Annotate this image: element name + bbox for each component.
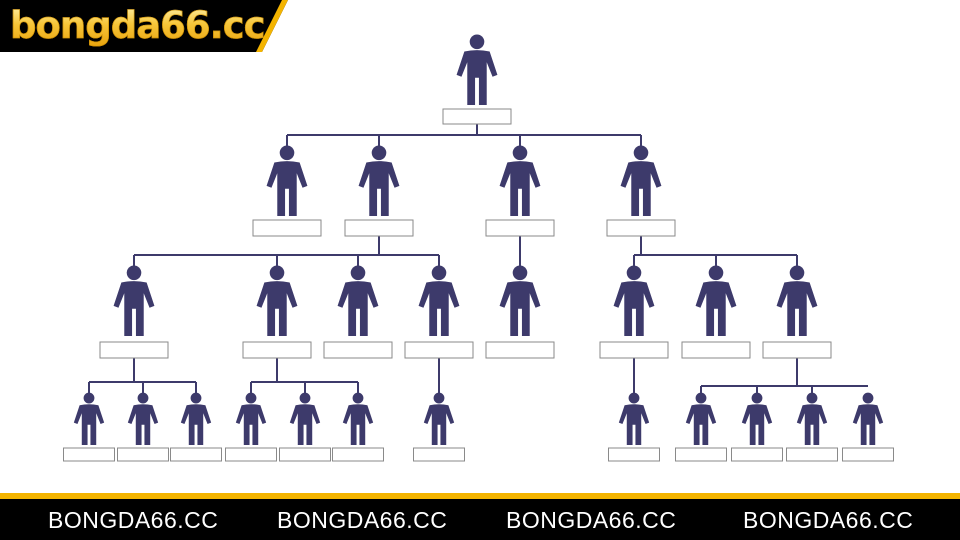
person-icon	[741, 392, 773, 445]
person-icon	[618, 392, 650, 445]
person-icon	[235, 392, 267, 445]
name-box	[675, 447, 727, 462]
person-icon	[796, 392, 828, 445]
name-box	[681, 341, 751, 359]
footer-banner: BONGDA66.CC BONGDA66.CC BONGDA66.CC BONG…	[0, 493, 960, 540]
person-icon	[127, 392, 159, 445]
name-box	[599, 341, 669, 359]
name-box	[242, 341, 312, 359]
name-box	[63, 447, 115, 462]
name-box	[332, 447, 384, 462]
person-icon	[852, 392, 884, 445]
name-box	[842, 447, 894, 462]
name-box	[731, 447, 783, 462]
name-box	[608, 447, 660, 462]
name-box	[485, 341, 555, 359]
name-box	[413, 447, 465, 462]
name-box	[762, 341, 832, 359]
brand-logo[interactable]: bongda66.cc	[0, 0, 290, 52]
person-icon	[776, 265, 818, 336]
footer-brand-text: BONGDA66.CC	[506, 507, 677, 533]
person-icon	[289, 392, 321, 445]
person-icon	[180, 392, 212, 445]
name-box	[323, 341, 393, 359]
name-box	[786, 447, 838, 462]
name-box	[117, 447, 169, 462]
name-box	[225, 447, 277, 462]
person-icon	[499, 145, 541, 216]
person-icon	[113, 265, 155, 336]
name-box	[606, 219, 676, 237]
person-icon	[685, 392, 717, 445]
footer-brand-text: BONGDA66.CC	[743, 507, 914, 533]
name-box	[99, 341, 169, 359]
person-icon	[695, 265, 737, 336]
footer-brand-text: BONGDA66.CC	[48, 507, 219, 533]
person-icon	[358, 145, 400, 216]
person-icon	[266, 145, 308, 216]
footer-brand-text: BONGDA66.CC	[277, 507, 448, 533]
name-box	[442, 108, 512, 125]
name-box	[404, 341, 474, 359]
name-box	[170, 447, 222, 462]
person-icon	[73, 392, 105, 445]
name-box	[485, 219, 555, 237]
person-icon	[418, 265, 460, 336]
person-icon	[456, 34, 498, 105]
name-box	[252, 219, 322, 237]
person-icon	[499, 265, 541, 336]
name-box	[344, 219, 414, 237]
person-icon	[337, 265, 379, 336]
person-icon	[613, 265, 655, 336]
person-icon	[620, 145, 662, 216]
logo-text: bongda66.cc	[10, 4, 266, 48]
person-icon	[256, 265, 298, 336]
person-icon	[423, 392, 455, 445]
name-box	[279, 447, 331, 462]
person-icon	[342, 392, 374, 445]
